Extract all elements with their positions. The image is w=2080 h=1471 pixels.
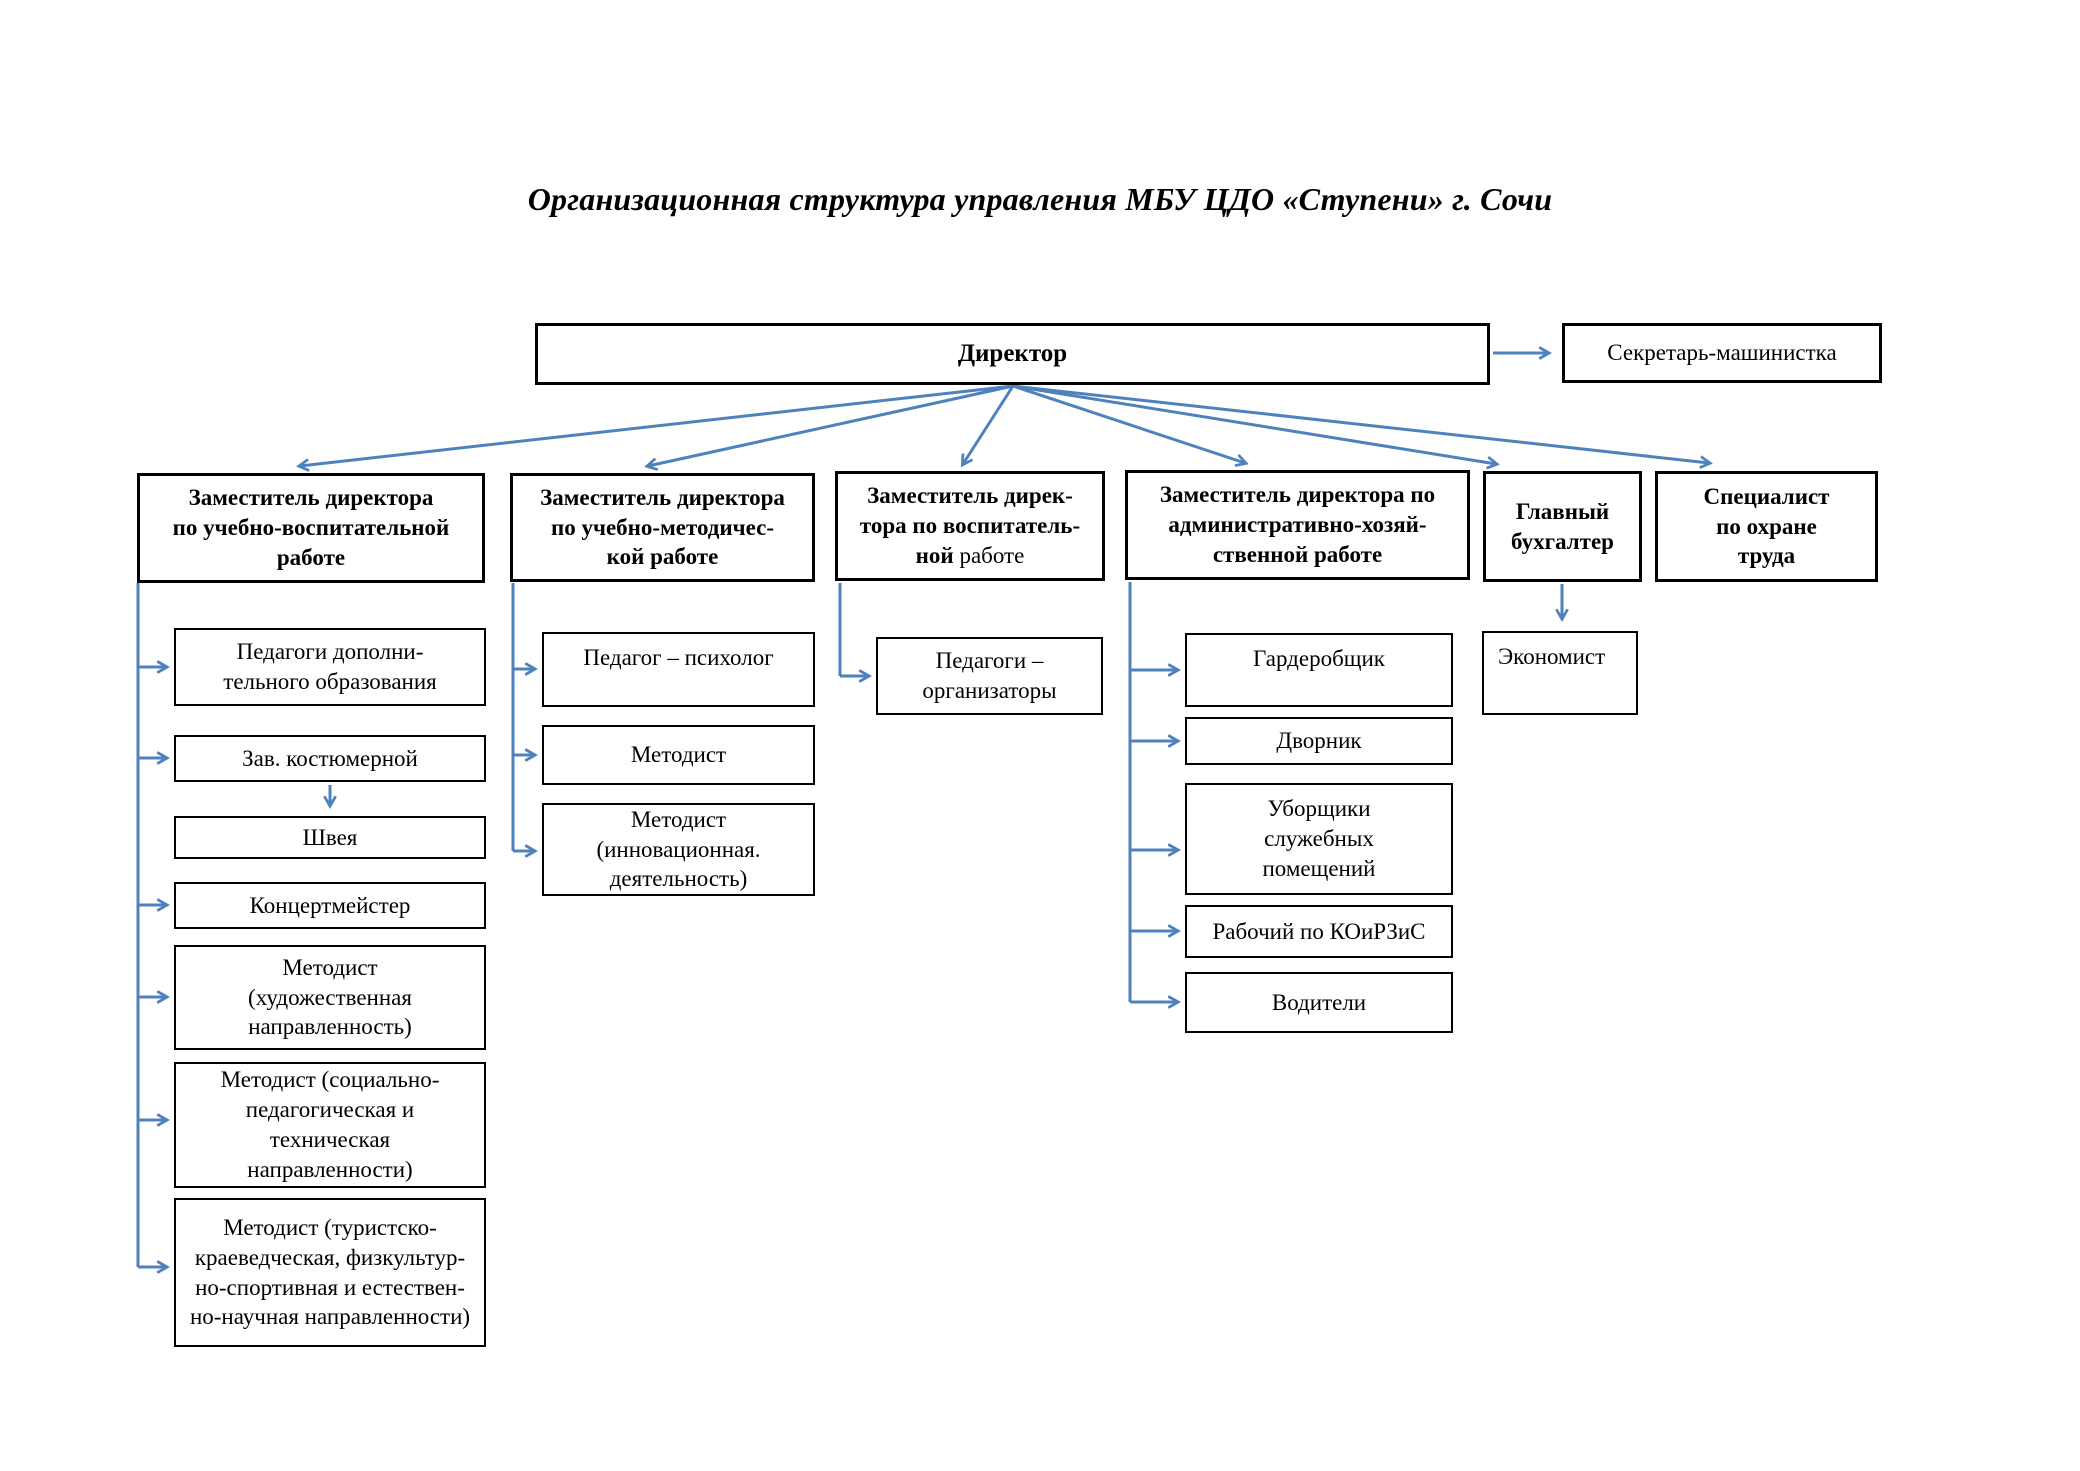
umr-staff-psiholog-label: Педагог – психолог	[583, 645, 774, 670]
vr-staff-organizatory-label: Педагоги – организаторы	[922, 648, 1057, 703]
accounting-staff-economist-box: Экономист	[1482, 631, 1638, 715]
uvr-staff-metodist-sots-label: Методист (социально- педагогическая и те…	[220, 1067, 440, 1182]
dept-umr-box: Заместитель директора по учебно-методиче…	[510, 473, 815, 582]
uvr-staff-metodist-sots-box: Методист (социально- педагогическая и те…	[174, 1062, 486, 1188]
dept-chief-accountant-label: Главный бухгалтер	[1511, 498, 1614, 554]
dept-uvr-box: Заместитель директора по учебно-воспитат…	[137, 473, 485, 583]
umr-staff-metodist-inn-label: Методист (инновационная. деятельность)	[596, 806, 761, 892]
ahr-staff-rabochiy-box: Рабочий по КОиРЗиС	[1185, 905, 1453, 958]
uvr-staff-metodist-hud-label: Методист (художественная направленность)	[248, 954, 412, 1040]
connector-director-labor-safety	[1012, 384, 1709, 463]
ahr-staff-uborschiki-box: Уборщики служебных помещений	[1185, 783, 1453, 895]
uvr-staff-kontsertmeyster-label: Концертмейстер	[249, 892, 411, 918]
umr-staff-metodist-label: Методист	[630, 742, 727, 768]
uvr-staff-zav-kostyumernoy-box: Зав. костюмерной	[174, 735, 486, 782]
director-label: Директор	[957, 339, 1068, 367]
accounting-staff-economist-label: Экономист	[1498, 644, 1606, 669]
uvr-staff-shveya-label: Швея	[302, 824, 358, 850]
umr-staff-psiholog-box: Педагог – психолог	[542, 632, 815, 707]
dept-chief-accountant-box: Главный бухгалтер	[1483, 471, 1642, 582]
ahr-staff-rabochiy-label: Рабочий по КОиРЗиС	[1212, 918, 1426, 944]
connector-director-dept-vr	[963, 385, 1015, 464]
uvr-staff-shveya-box: Швея	[174, 816, 486, 859]
secretary-box: Секретарь-машинистка	[1562, 323, 1882, 383]
dept-vr-label-bold: Заместитель дирек- тора по воспитатель- …	[859, 483, 1081, 568]
dept-vr-label-regular: работе	[953, 542, 1025, 568]
uvr-staff-zav-kostyumernoy-label: Зав. костюмерной	[242, 745, 418, 771]
director-box: Директор	[535, 323, 1490, 385]
uvr-staff-metodist-tur-label: Методист (туристско- краеведческая, физк…	[189, 1214, 471, 1330]
connector-director-dept-uvr	[300, 384, 1014, 466]
connector-director-dept-umr	[648, 384, 1014, 466]
secretary-label: Секретарь-машинистка	[1607, 340, 1837, 366]
uvr-staff-pedagogi-dop-box: Педагоги дополни- тельного образования	[174, 628, 486, 706]
page-title: Организационная структура управления МБУ…	[527, 181, 1553, 217]
ahr-staff-dvornik-label: Дворник	[1276, 728, 1362, 754]
dept-labor-safety-box: Специалист по охране труда	[1655, 471, 1878, 582]
uvr-staff-metodist-tur-box: Методист (туристско- краеведческая, физк…	[174, 1198, 486, 1347]
uvr-staff-pedagogi-dop-label: Педагоги дополни- тельного образования	[223, 639, 437, 694]
dept-ahr-box: Заместитель директора по административно…	[1125, 470, 1470, 580]
dept-vr-box: Заместитель дирек- тора по воспитатель- …	[835, 471, 1105, 581]
umr-staff-metodist-box: Методист	[542, 725, 815, 785]
ahr-staff-voditeli-box: Водители	[1185, 972, 1453, 1033]
ahr-staff-uborschiki-label: Уборщики служебных помещений	[1262, 796, 1376, 881]
dept-ahr-label: Заместитель директора по административно…	[1159, 482, 1436, 567]
uvr-staff-metodist-hud-box: Методист (художественная направленность)	[174, 945, 486, 1050]
umr-staff-metodist-inn-box: Методист (инновационная. деятельность)	[542, 803, 815, 896]
uvr-staff-kontsertmeyster-box: Концертмейстер	[174, 882, 486, 929]
ahr-staff-dvornik-box: Дворник	[1185, 717, 1453, 765]
vr-staff-organizatory-box: Педагоги – организаторы	[876, 637, 1103, 715]
ahr-staff-voditeli-label: Водители	[1271, 989, 1367, 1015]
dept-uvr-label: Заместитель директора по учебно-воспитат…	[172, 485, 450, 570]
dept-labor-safety-label: Специалист по охране труда	[1703, 483, 1830, 569]
dept-umr-label: Заместитель директора по учебно-методиче…	[540, 484, 785, 570]
ahr-staff-garderobschik-label: Гардеробщик	[1253, 646, 1385, 671]
ahr-staff-garderobschik-box: Гардеробщик	[1185, 633, 1453, 707]
connector-director-dept-ahr	[1012, 384, 1245, 463]
dept-vr-label: Заместитель дирек- тора по воспитатель- …	[838, 481, 1102, 571]
connector-director-chief-accountant	[1012, 384, 1496, 464]
